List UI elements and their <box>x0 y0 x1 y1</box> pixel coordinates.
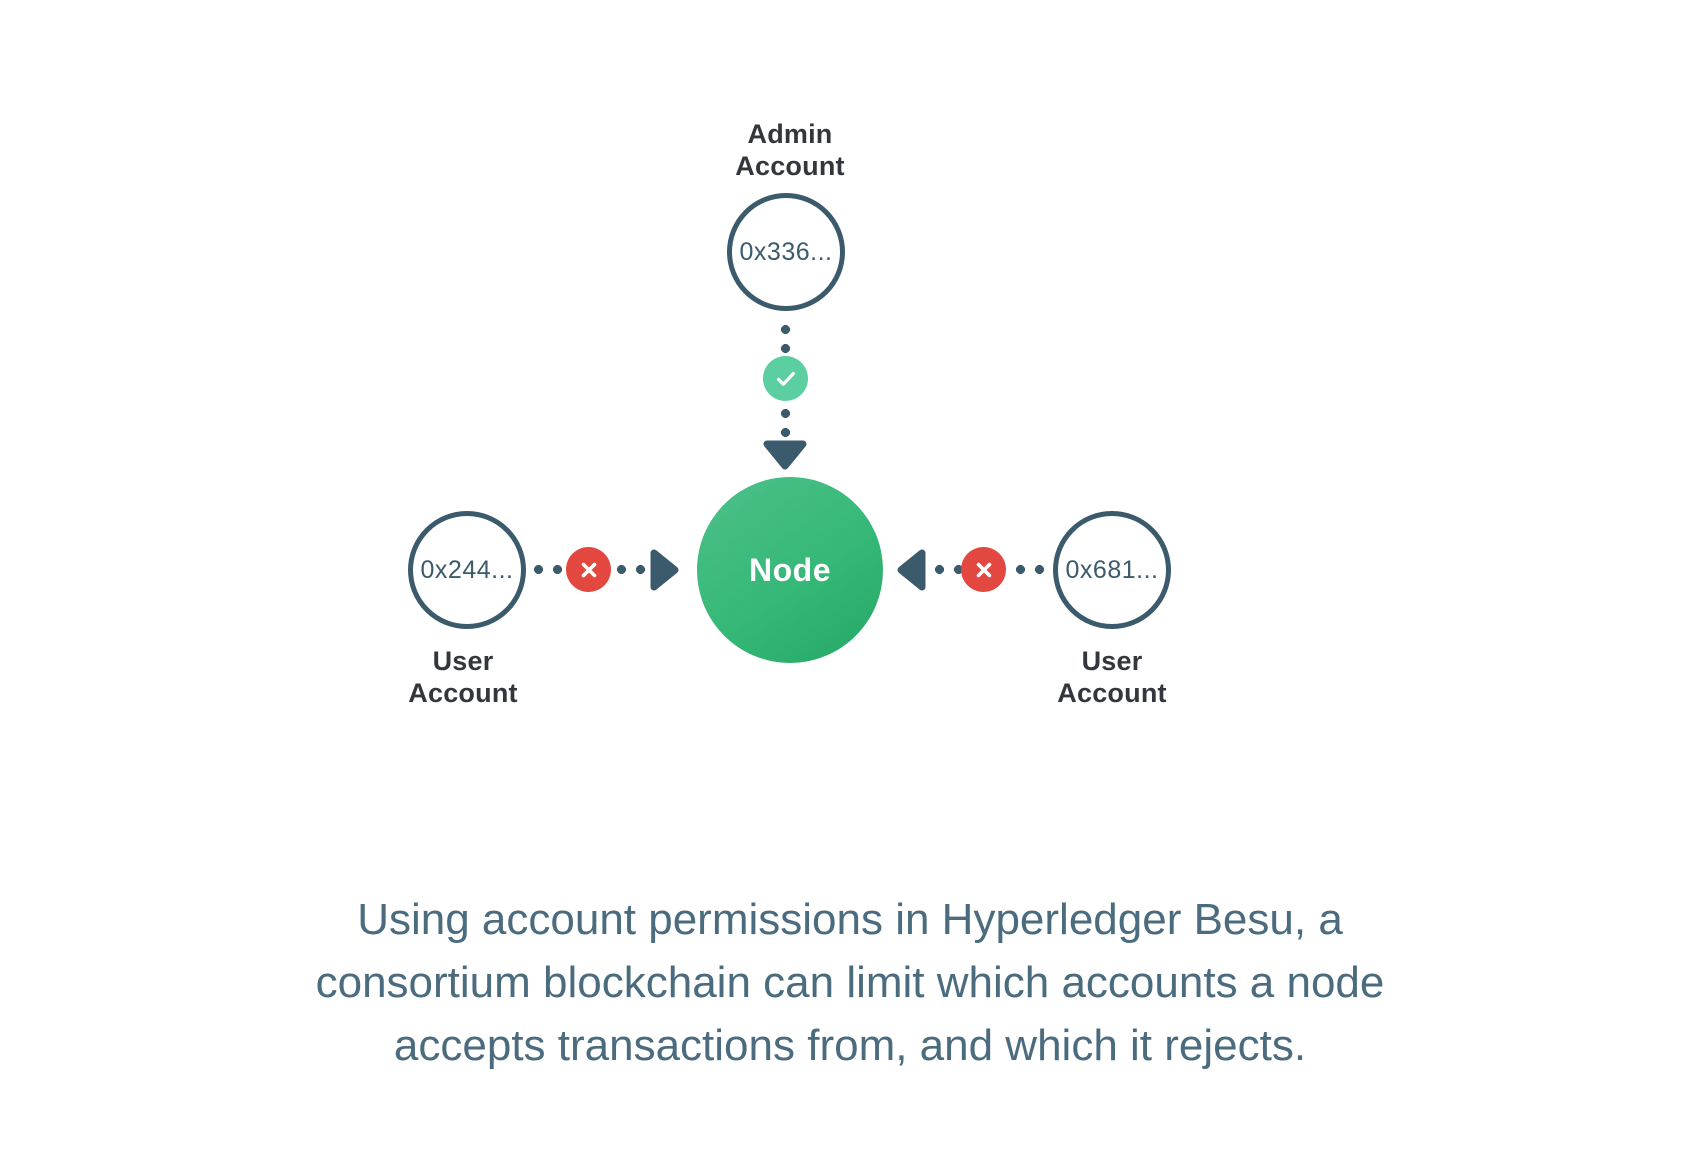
deny-status-badge-left[interactable] <box>566 547 611 592</box>
central-node-label: Node <box>749 551 831 588</box>
deny-status-badge-right[interactable] <box>961 547 1006 592</box>
connector-user-left-to-badge <box>529 565 567 574</box>
arrowhead-right-icon <box>648 548 680 597</box>
user-right-account-label: User Account <box>1057 646 1167 708</box>
connector-node-to-badge-right <box>930 565 972 574</box>
central-node[interactable]: Node <box>697 477 883 663</box>
check-icon <box>776 371 795 386</box>
allow-status-badge[interactable] <box>763 356 808 401</box>
user-left-account-circle[interactable]: 0x244... <box>408 511 526 629</box>
user-left-account-label: User Account <box>408 646 518 708</box>
admin-account-circle[interactable]: 0x336... <box>727 193 845 311</box>
admin-account-address: 0x336... <box>739 237 833 266</box>
arrowhead-down-icon <box>763 440 807 475</box>
permission-diagram: Admin Account 0x336... Node 0x244... <box>408 119 1171 708</box>
caption-text: Using account permissions in Hyperledger… <box>315 895 1385 1070</box>
x-icon <box>976 562 991 577</box>
connector-badge-to-node-left <box>612 565 654 574</box>
admin-account-label: Admin Account <box>735 119 845 181</box>
user-right-account-address: 0x681... <box>1065 555 1159 584</box>
user-left-account-address: 0x244... <box>420 555 514 584</box>
connector-badge-to-node-top <box>781 404 790 442</box>
connector-admin-to-badge <box>781 320 790 364</box>
connector-badge-to-user-right <box>1011 565 1053 574</box>
x-icon <box>581 562 596 577</box>
arrowhead-left-icon <box>896 548 928 597</box>
user-right-account-circle[interactable]: 0x681... <box>1053 511 1171 629</box>
